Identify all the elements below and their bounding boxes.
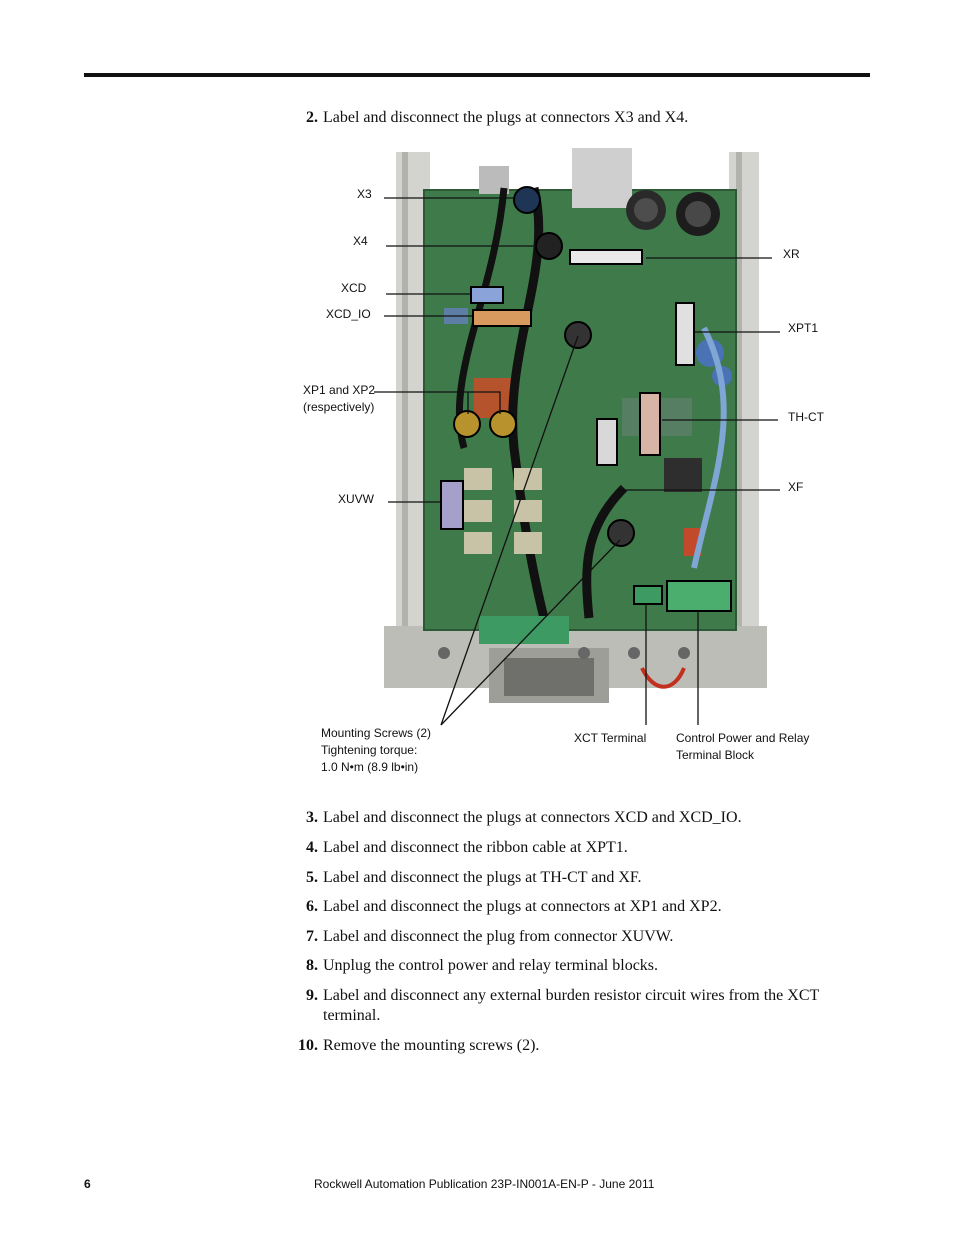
drive-board-photo bbox=[384, 148, 767, 710]
callout-control-power: Control Power and Relay Terminal Block bbox=[676, 730, 809, 764]
step-number: 5. bbox=[306, 869, 318, 886]
callout-mounting-line1: Mounting Screws (2) bbox=[321, 726, 432, 740]
callout-xp1-xp2-line1: XP1 and XP2 bbox=[303, 383, 376, 397]
callout-xcd: XCD bbox=[341, 281, 367, 295]
step-text: Label and disconnect the plugs at connec… bbox=[323, 809, 742, 826]
step-number: 8. bbox=[306, 957, 318, 974]
publication-footer: Rockwell Automation Publication 23P-IN00… bbox=[314, 1177, 655, 1191]
step-number: 9. bbox=[306, 987, 318, 1004]
step-text: Label and disconnect the plug from conne… bbox=[323, 928, 674, 945]
callout-th-ct: TH-CT bbox=[788, 410, 824, 424]
step-number: 2. bbox=[306, 109, 318, 126]
page-number: 6 bbox=[84, 1177, 91, 1191]
step-number: 10. bbox=[298, 1037, 318, 1054]
callout-xp1-xp2: XP1 and XP2 (respectively) bbox=[303, 382, 375, 416]
callout-mounting-line3: 1.0 N•m (8.9 lb•in) bbox=[321, 760, 419, 774]
callout-xpt1: XPT1 bbox=[788, 321, 819, 335]
callout-xr: XR bbox=[783, 247, 800, 261]
step-number: 7. bbox=[306, 928, 318, 945]
step-text: Label and disconnect any external burden… bbox=[323, 987, 819, 1024]
callout-mounting-screws: Mounting Screws (2) Tightening torque: 1… bbox=[321, 725, 431, 776]
callout-control-power-line2: Terminal Block bbox=[676, 748, 755, 762]
step-text: Label and disconnect the plugs at TH-CT … bbox=[323, 869, 642, 886]
step-text: Label and disconnect the ribbon cable at… bbox=[323, 839, 628, 856]
step-text: Remove the mounting screws (2). bbox=[323, 1037, 540, 1054]
step-number: 4. bbox=[306, 839, 318, 856]
callout-x4: X4 bbox=[353, 234, 368, 248]
callout-xct-terminal: XCT Terminal bbox=[574, 731, 647, 745]
step-text: Label and disconnect the plugs at connec… bbox=[323, 898, 722, 915]
callout-xuvw: XUVW bbox=[338, 492, 374, 506]
step-number: 3. bbox=[306, 809, 318, 826]
callout-control-power-line1: Control Power and Relay bbox=[676, 731, 810, 745]
callout-xf: XF bbox=[788, 480, 804, 494]
callout-xp1-xp2-line2: (respectively) bbox=[303, 400, 375, 414]
callout-mounting-line2: Tightening torque: bbox=[321, 743, 418, 757]
step-number: 6. bbox=[306, 898, 318, 915]
callout-xcd-io: XCD_IO bbox=[326, 307, 371, 321]
header-rule bbox=[84, 73, 870, 77]
step-text: Unplug the control power and relay termi… bbox=[323, 957, 659, 974]
step-text: Label and disconnect the plugs at connec… bbox=[323, 109, 689, 126]
callout-x3: X3 bbox=[357, 187, 372, 201]
